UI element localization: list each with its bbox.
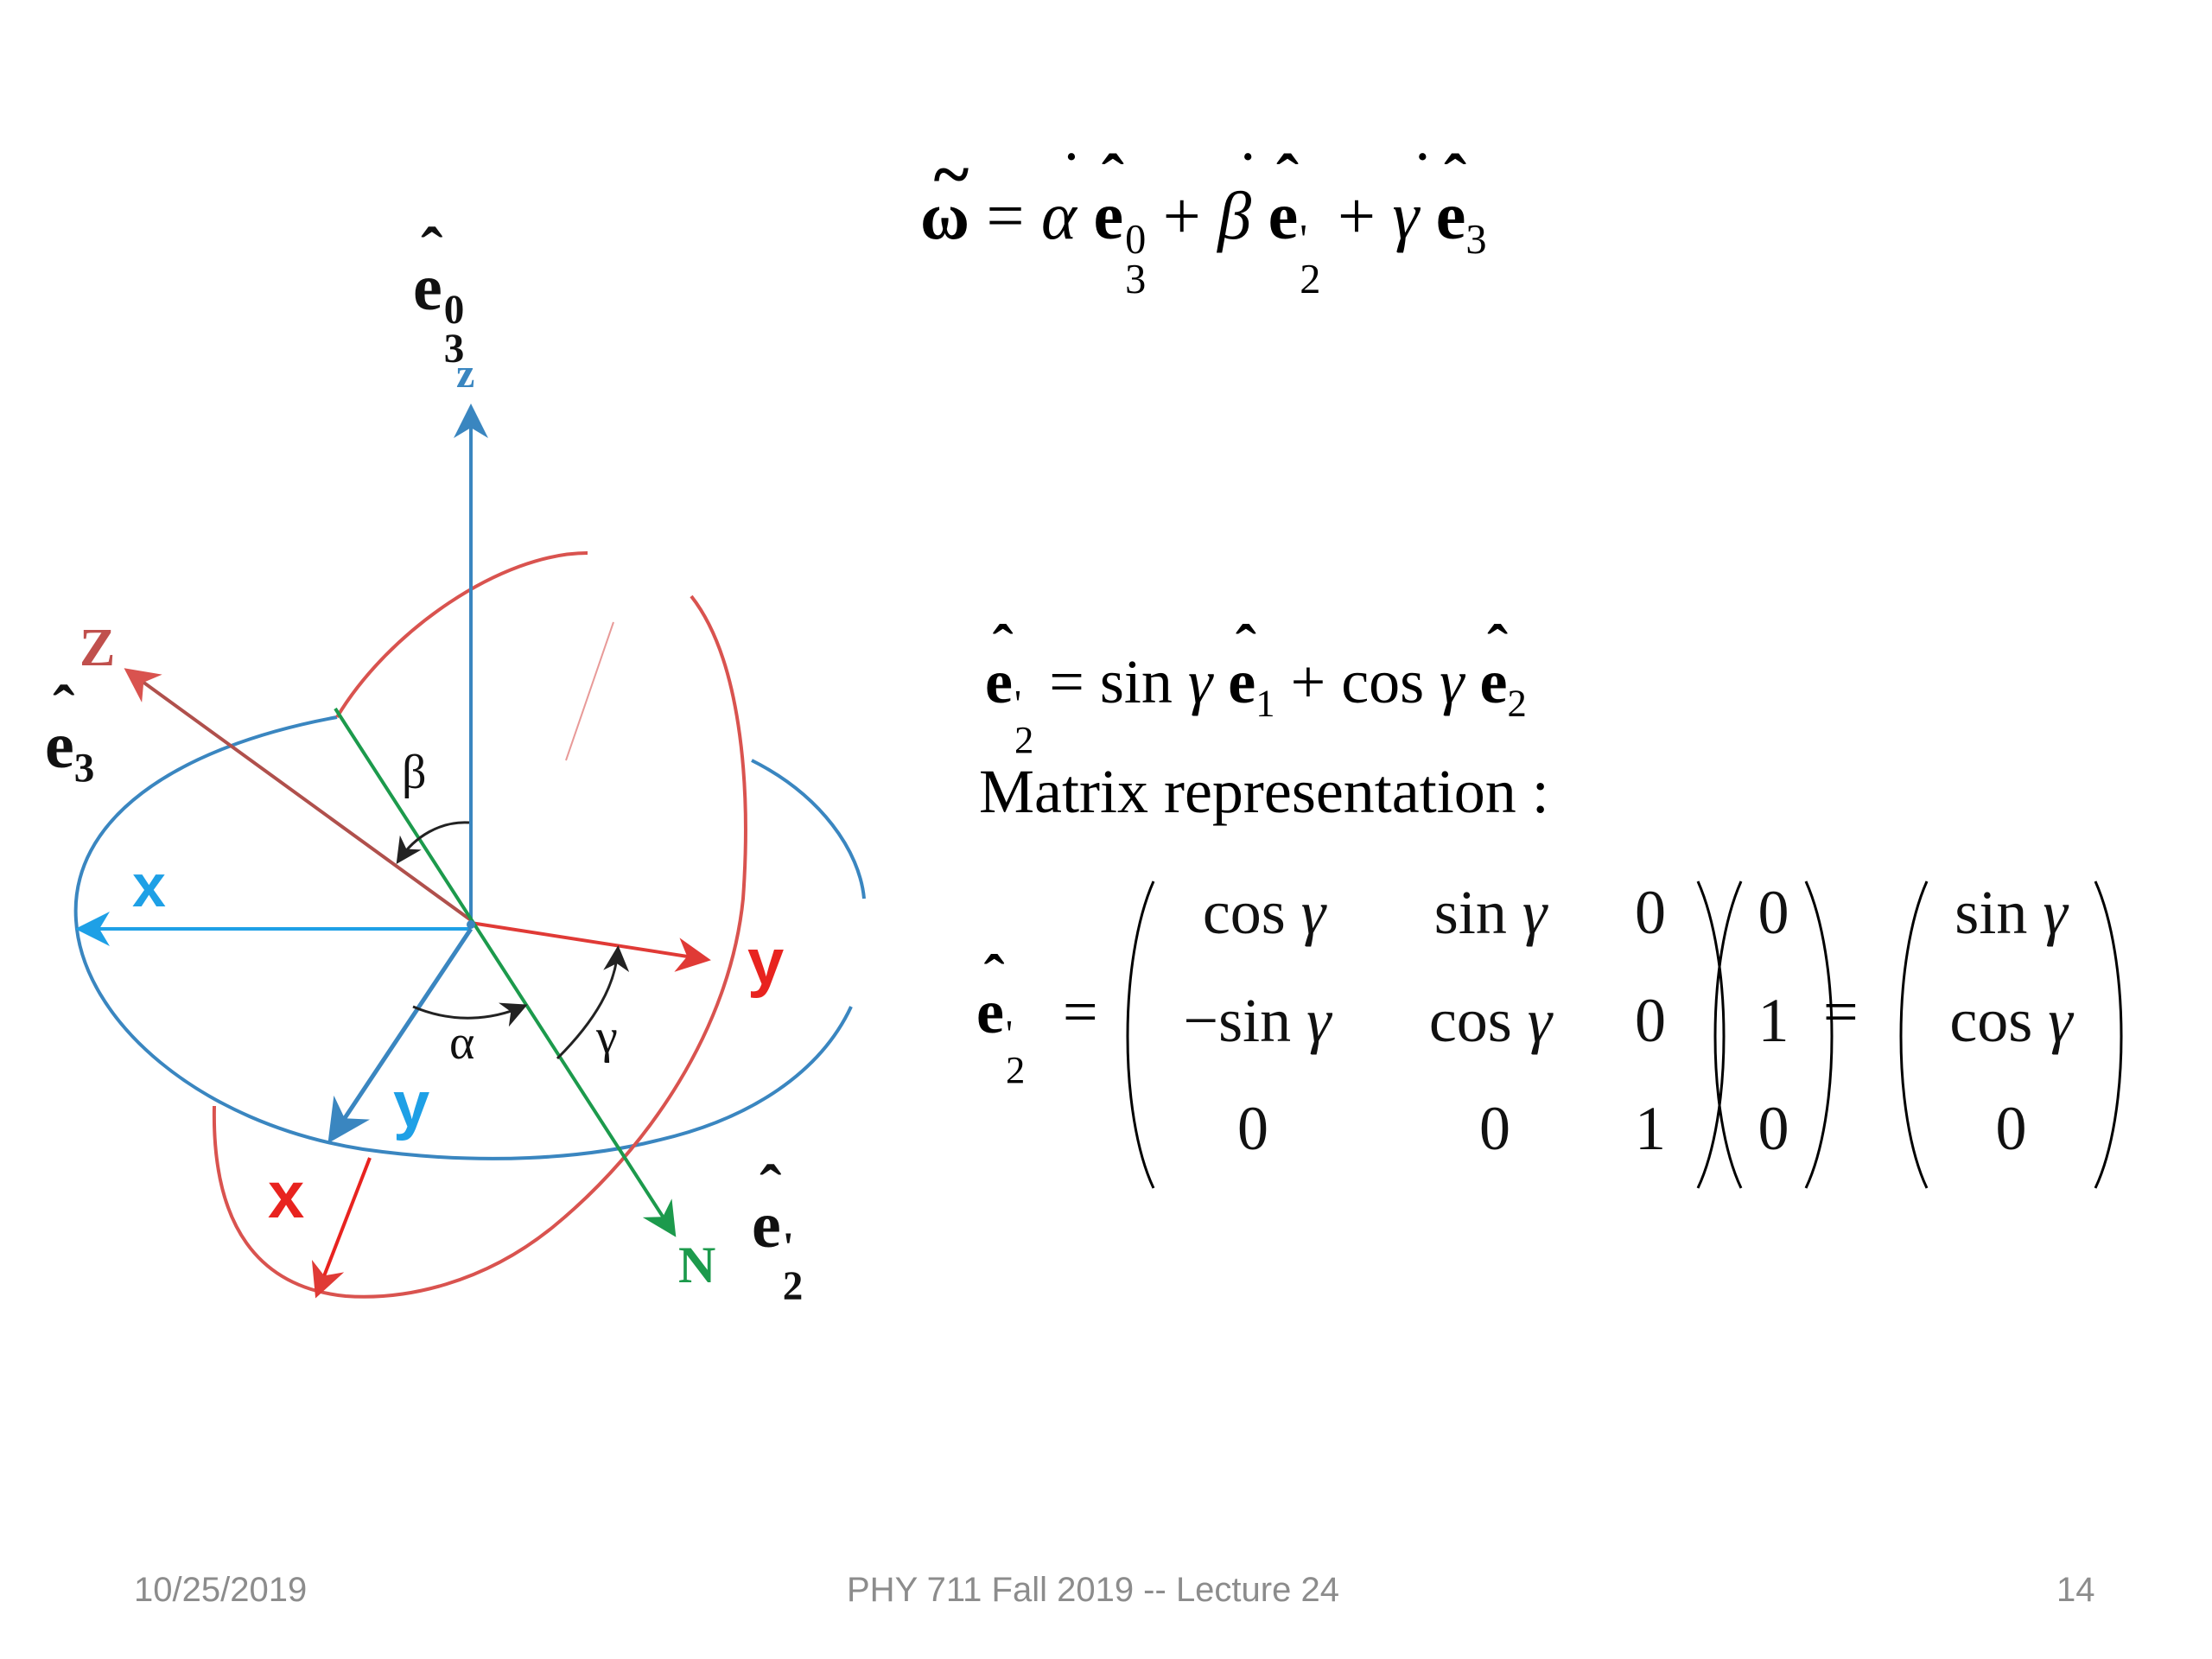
- result-right-paren: [2094, 880, 2123, 1189]
- body-y-label: y: [747, 925, 785, 999]
- beta-label: β: [402, 746, 427, 799]
- euler-angle-diagram: [73, 404, 866, 1299]
- body-plane-ellipse: [212, 551, 747, 1299]
- faint-guide-line: [565, 621, 614, 761]
- body-x-axis: [311, 1157, 372, 1299]
- label-e3-0: e03: [413, 214, 464, 369]
- node-line-label: N: [678, 1236, 716, 1294]
- result-cell: cos γ: [1949, 986, 2073, 1055]
- vector-cell: 0: [1758, 1094, 1789, 1163]
- label-e3: e3: [45, 672, 94, 791]
- matrix-cell: sin γ: [1433, 878, 1548, 947]
- matrix-cell: −sin γ: [1183, 986, 1332, 1055]
- gamma-label: γ: [596, 1010, 618, 1064]
- vector-left-paren: [1713, 880, 1743, 1189]
- matrix-caption: Matrix representation :: [979, 757, 1549, 826]
- fixed-x-label: x: [132, 852, 166, 919]
- alpha-label: α: [449, 1016, 475, 1070]
- e2-prime-equation: e'2 = sin γ e1 + cos γ e2: [985, 612, 1527, 759]
- footer-date: 10/25/2019: [134, 1571, 308, 1609]
- result-cell: 0: [1995, 1094, 2027, 1163]
- matrix-cell: cos γ: [1428, 986, 1553, 1055]
- rotation-matrix-right-paren: [1696, 880, 1726, 1189]
- matrix-lhs: e'2: [976, 942, 1025, 1089]
- footer-title: PHY 711 Fall 2019 -- Lecture 24: [847, 1571, 1339, 1609]
- alpha-arc: [412, 1002, 528, 1027]
- result-left-paren: [1899, 880, 1929, 1189]
- matrix-cell: 1: [1635, 1094, 1666, 1163]
- fixed-z-label: z: [456, 351, 475, 397]
- vector-cell: 0: [1758, 878, 1789, 947]
- fixed-plane-ellipse: [73, 715, 853, 1160]
- beta-arc: [396, 821, 470, 864]
- result-cell: sin γ: [1955, 878, 2068, 947]
- matrix-equals-1: =: [1063, 977, 1098, 1046]
- fixed-y-label: y: [393, 1068, 430, 1141]
- body-z-axis: [124, 668, 473, 922]
- body-x-label: x: [268, 1159, 305, 1232]
- body-z-label: Z: [79, 619, 116, 677]
- node-line: [334, 707, 677, 1237]
- footer-page-number: 14: [2056, 1571, 2095, 1609]
- fixed-y-axis: [327, 927, 474, 1144]
- rotation-matrix-left-paren: [1126, 880, 1155, 1189]
- body-y-axis: [470, 921, 711, 972]
- matrix-cell: cos γ: [1202, 878, 1326, 947]
- label-e2-prime: e'2: [752, 1152, 803, 1306]
- matrix-cell: 0: [1635, 986, 1666, 1055]
- matrix-cell: 0: [1479, 1094, 1510, 1163]
- fixed-plane-ellipse-right: [751, 759, 866, 899]
- matrix-cell: 0: [1237, 1094, 1268, 1163]
- vector-right-paren: [1804, 880, 1834, 1189]
- omega-equation: ω = α e03 + β e'2 + γ e3: [920, 136, 1487, 301]
- origin-point: [467, 920, 475, 929]
- matrix-cell: 0: [1635, 878, 1666, 947]
- vector-cell: 1: [1758, 986, 1789, 1055]
- gamma-arc: [556, 945, 630, 1060]
